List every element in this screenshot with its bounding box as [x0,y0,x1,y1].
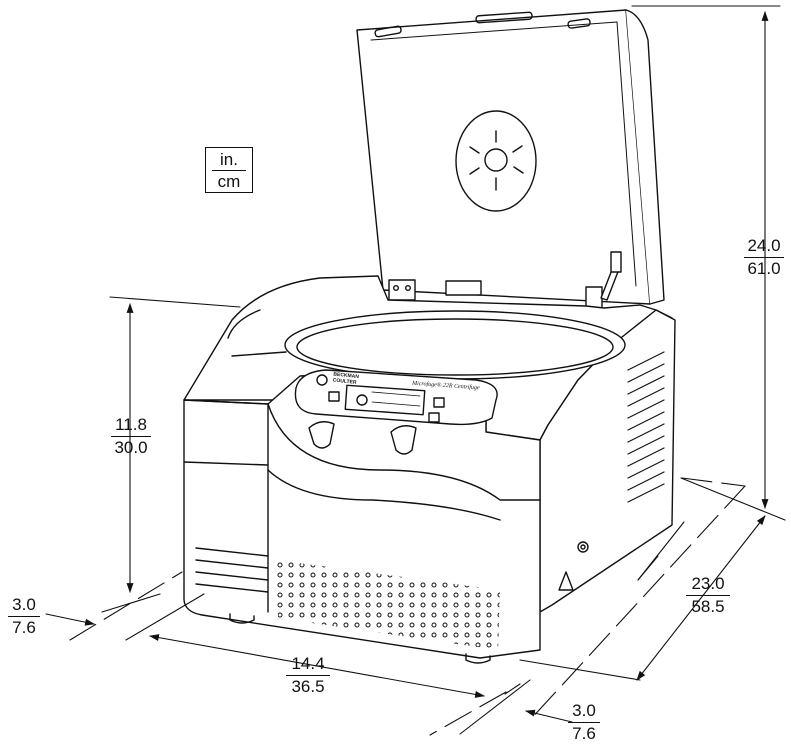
dimension-lines [45,5,786,736]
lid [356,9,665,310]
rotor-decal [455,110,537,212]
dim-depth: 23.0 58.5 [686,574,730,617]
dim-total-height: 24.0 61.0 [744,236,784,279]
dim-right-clearance: 3.0 7.6 [568,701,600,744]
dim-width: 14.4 36.5 [286,654,330,697]
legend-cm-label: cm [217,172,241,191]
dim-body-height: 11.8 30.0 [111,415,151,458]
centrifuge-body [183,275,676,664]
legend-inches-label: in. [212,150,246,171]
dim-left-clearance: 3.0 7.6 [8,595,40,638]
unit-legend: in. cm [205,147,253,193]
